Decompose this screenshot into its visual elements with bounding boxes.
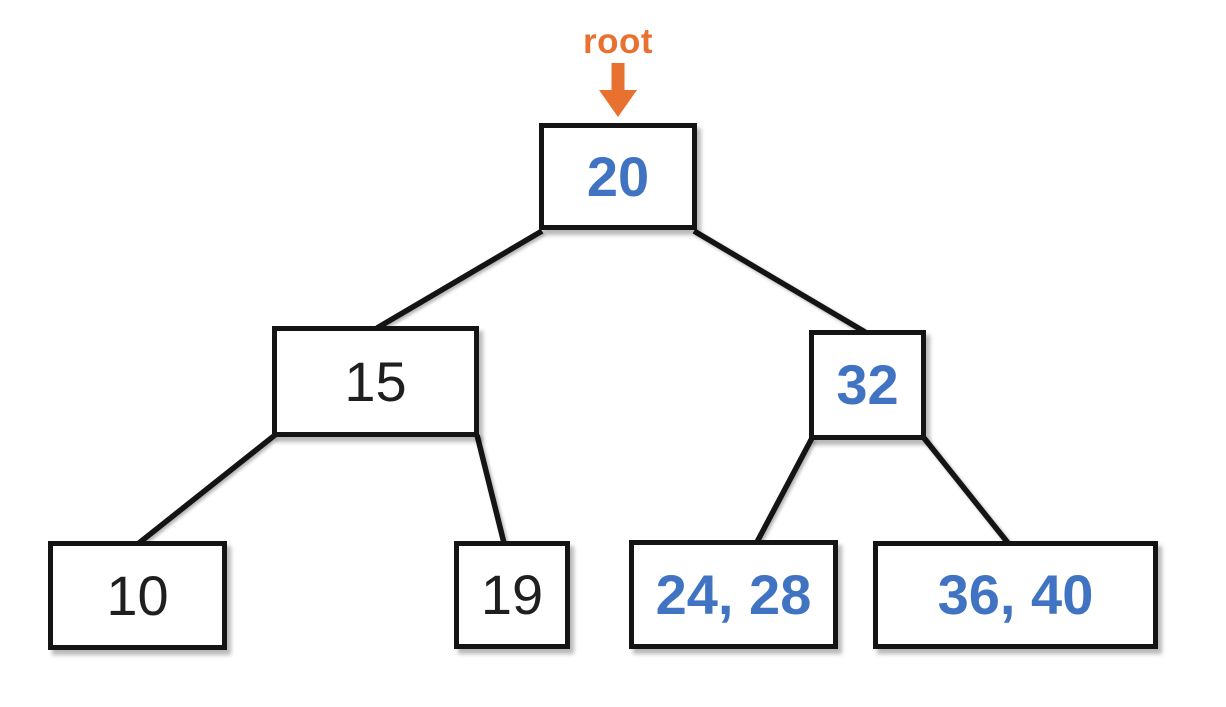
edge-15-19 [474,434,507,544]
edge-20-15 [375,228,544,331]
node-10: 10 [48,541,227,650]
node-36-40: 36, 40 [873,541,1158,649]
node-10-value: 10 [106,563,169,627]
node-19-value: 19 [480,563,544,626]
node-24-28-value: 24, 28 [655,562,812,626]
edge-32-24-28 [754,436,815,544]
node-24-28: 24, 28 [629,540,838,649]
node-root-20: 20 [539,123,697,230]
edge-15-10 [137,432,277,546]
node-15: 15 [272,326,479,437]
node-32-value: 32 [836,353,899,416]
node-15-value: 15 [344,349,407,413]
edge-32-36-40 [921,436,1011,545]
node-32: 32 [809,330,926,440]
edge-20-32 [692,228,867,335]
root-pointer-label: root [582,22,654,61]
node-36-40-value: 36, 40 [937,563,1094,626]
node-19: 19 [454,541,570,649]
root-pointer-arrow-icon [599,63,637,117]
node-root-20-value: 20 [586,144,650,208]
